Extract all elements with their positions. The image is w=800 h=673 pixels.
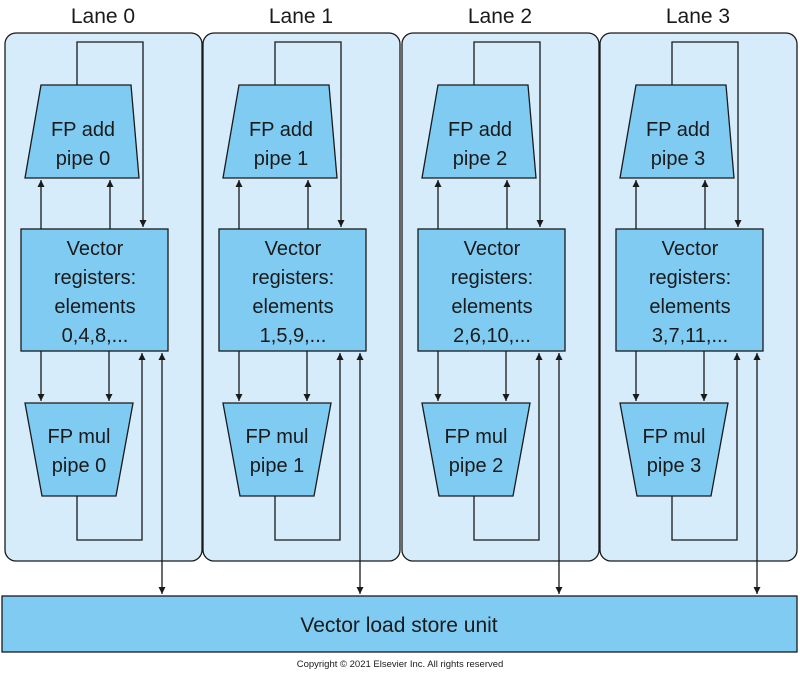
vector-registers <box>218 228 367 352</box>
vector-registers-label: elements <box>451 296 532 318</box>
vector-registers-label: 1,5,9,... <box>260 325 327 347</box>
fp-add-pipe-label: pipe 3 <box>651 148 706 170</box>
fp-mul-pipe-label: FP mul <box>445 426 508 448</box>
fp-add-pipe <box>222 84 338 179</box>
lane-0: Lane 0 FP add pipe 0 Vector registers: elemen… <box>4 5 203 594</box>
lane-2: Lane 2 FP add pipe 2 Vector registers: elemen… <box>401 5 600 594</box>
fp-mul-pipe-label: FP mul <box>643 426 706 448</box>
vector-registers-label: 2,6,10,... <box>453 325 531 347</box>
vector-registers-label: elements <box>649 296 730 318</box>
fp-add-pipe <box>421 84 537 179</box>
load-store-unit: Vector load store unit <box>1 595 798 653</box>
lane-3: Lane 3 FP add pipe 3 Vector registers: elemen… <box>599 5 798 594</box>
vector-registers <box>20 228 169 352</box>
vector-registers-label: Vector <box>67 238 124 260</box>
fp-add-pipe-label: FP add <box>249 119 313 141</box>
vector-registers-label: 3,7,11,... <box>652 325 728 347</box>
fp-add-pipe-label: FP add <box>646 119 710 141</box>
lane-title: Lane 2 <box>468 5 532 28</box>
fp-mul-pipe-label: FP mul <box>48 426 111 448</box>
fp-mul-pipe-label: pipe 0 <box>52 455 107 477</box>
fp-mul-pipe <box>222 402 332 497</box>
add-feedback-arrow <box>76 41 147 227</box>
copyright-notice: Copyright © 2021 Elsevier Inc. All right… <box>297 659 504 670</box>
mul-feedback-arrow <box>274 353 344 541</box>
vector-registers-label: elements <box>252 296 333 318</box>
fp-add-pipe-label: FP add <box>51 119 115 141</box>
add-feedback-arrow <box>274 41 345 227</box>
fp-mul-pipe-label: pipe 2 <box>449 455 504 477</box>
vector-registers <box>417 228 566 352</box>
vector-registers-label: 0,4,8,... <box>62 325 129 347</box>
add-feedback-arrow <box>671 41 742 227</box>
lane-title: Lane 3 <box>666 5 730 28</box>
vector-registers-label: Vector <box>265 238 322 260</box>
fp-mul-pipe-label: pipe 3 <box>647 455 702 477</box>
fp-add-pipe-label: pipe 1 <box>254 148 309 170</box>
load-store-unit-label: Vector load store unit <box>300 614 497 637</box>
fp-add-pipe-label: pipe 0 <box>56 148 111 170</box>
fp-mul-pipe <box>619 402 729 497</box>
load-store-unit-box <box>1 595 798 653</box>
mul-feedback-arrow <box>473 353 543 541</box>
mul-feedback-arrow <box>76 353 146 541</box>
vector-registers-label: Vector <box>464 238 521 260</box>
fp-add-pipe-label: pipe 2 <box>453 148 508 170</box>
vector-registers-label: Vector <box>662 238 719 260</box>
vector-registers-label: elements <box>54 296 135 318</box>
vector-registers-label: registers: <box>252 267 334 289</box>
vector-registers-label: registers: <box>451 267 533 289</box>
fp-add-pipe <box>619 84 735 179</box>
vector-registers-label: registers: <box>649 267 731 289</box>
vector-registers-label: registers: <box>54 267 136 289</box>
fp-mul-pipe <box>24 402 134 497</box>
fp-mul-pipe-label: pipe 1 <box>250 455 305 477</box>
fp-mul-pipe-label: FP mul <box>246 426 309 448</box>
lanes-layer: Lane 0 FP add pipe 0 Vector registers: elemen… <box>4 5 798 594</box>
vector-registers <box>615 228 764 352</box>
fp-add-pipe <box>24 84 140 179</box>
add-feedback-arrow <box>473 41 544 227</box>
fp-mul-pipe <box>421 402 531 497</box>
lane-title: Lane 0 <box>71 5 135 28</box>
mul-feedback-arrow <box>671 353 741 541</box>
lane-title: Lane 1 <box>269 5 333 28</box>
fp-add-pipe-label: FP add <box>448 119 512 141</box>
lane-1: Lane 1 FP add pipe 1 Vector registers: elemen… <box>202 5 401 594</box>
